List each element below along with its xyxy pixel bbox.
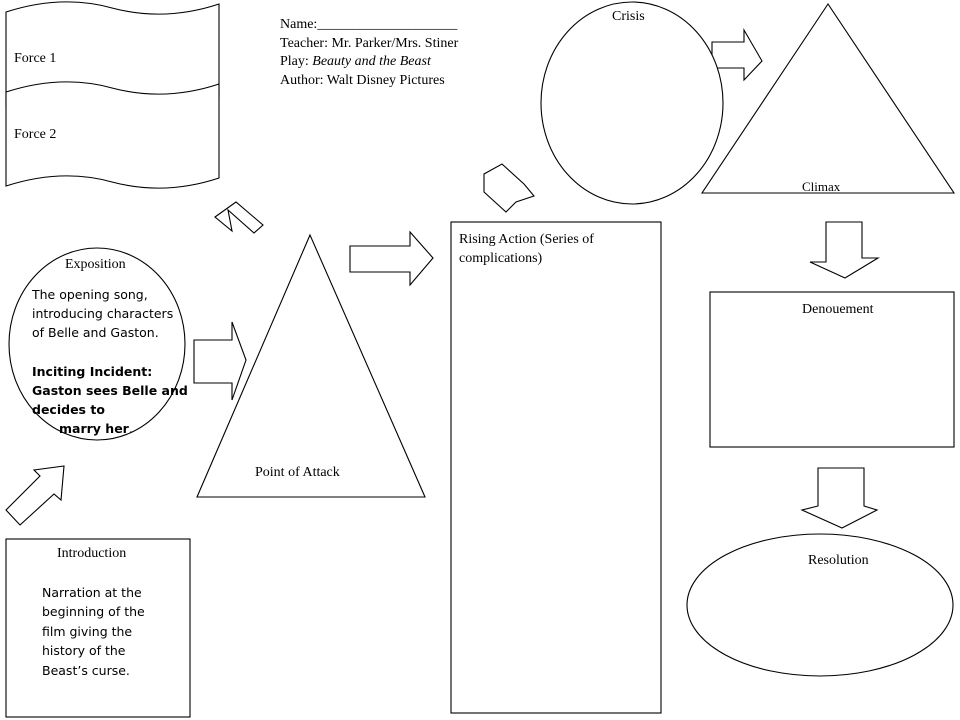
force-1-label: Force 1: [14, 51, 57, 66]
arrow-rising-to-crisis: [483, 163, 535, 213]
inciting-incident-period: .: [128, 421, 133, 436]
arrow-exposition-to-attack: [193, 321, 247, 401]
arrow-to-forces: [214, 201, 264, 234]
rising-action-box: [450, 221, 662, 714]
inciting-incident-label: Inciting Incident:: [32, 364, 153, 379]
inciting-incident-marry: marry her: [59, 421, 129, 436]
rising-action-line-2: complications): [459, 251, 543, 266]
play-prefix: Play:: [280, 54, 313, 69]
exposition-title: Exposition: [65, 257, 126, 272]
introduction-line-4: history of the: [42, 643, 126, 658]
arrow-crisis-to-climax: [711, 27, 763, 82]
introduction-box: [5, 538, 191, 718]
inciting-incident-line-2: Gaston sees Belle and: [32, 383, 188, 398]
arrow-intro-to-exposition: [5, 465, 65, 526]
inciting-incident-line-3: decides to: [32, 402, 105, 417]
arrow-denouement-to-resolution: [800, 467, 879, 529]
resolution-label: Resolution: [808, 553, 869, 568]
introduction-title: Introduction: [57, 546, 127, 561]
name-field: Name:____________________: [280, 17, 458, 32]
exposition-line-3: of Belle and Gaston.: [32, 325, 159, 340]
exposition-line-2: introducing characters: [32, 306, 174, 321]
point-of-attack-triangle: [196, 233, 426, 498]
denouement-label: Denouement: [802, 302, 874, 317]
crisis-label: Crisis: [612, 9, 645, 24]
play-label: Play: Beauty and the Beast: [280, 52, 431, 71]
introduction-line-3: film giving the: [42, 624, 133, 639]
climax-triangle: [700, 3, 956, 194]
crisis-circle: [540, 1, 724, 205]
force-2-label: Force 2: [14, 127, 57, 142]
denouement-box: [709, 291, 955, 448]
resolution-ellipse: [686, 533, 954, 677]
arrow-climax-to-denouement: [809, 221, 880, 279]
introduction-line-2: beginning of the: [42, 604, 145, 619]
introduction-line-1: Narration at the: [42, 585, 142, 600]
teacher-label: Teacher: Mr. Parker/Mrs. Stiner: [280, 36, 459, 51]
exposition-circle: [8, 247, 186, 441]
point-of-attack-label: Point of Attack: [255, 465, 340, 480]
exposition-line-1: The opening song,: [32, 287, 148, 302]
force-2-banner: [5, 81, 220, 189]
author-label: Author: Walt Disney Pictures: [280, 73, 445, 88]
introduction-line-5: Beast’s curse.: [42, 663, 130, 678]
play-title: Beauty and the Beast: [312, 54, 431, 69]
climax-label: Climax: [802, 179, 841, 194]
rising-action-line-1: Rising Action (Series of: [459, 232, 594, 247]
arrow-attack-to-rising: [349, 230, 434, 287]
inciting-incident-line-4: marry her.: [59, 419, 133, 439]
